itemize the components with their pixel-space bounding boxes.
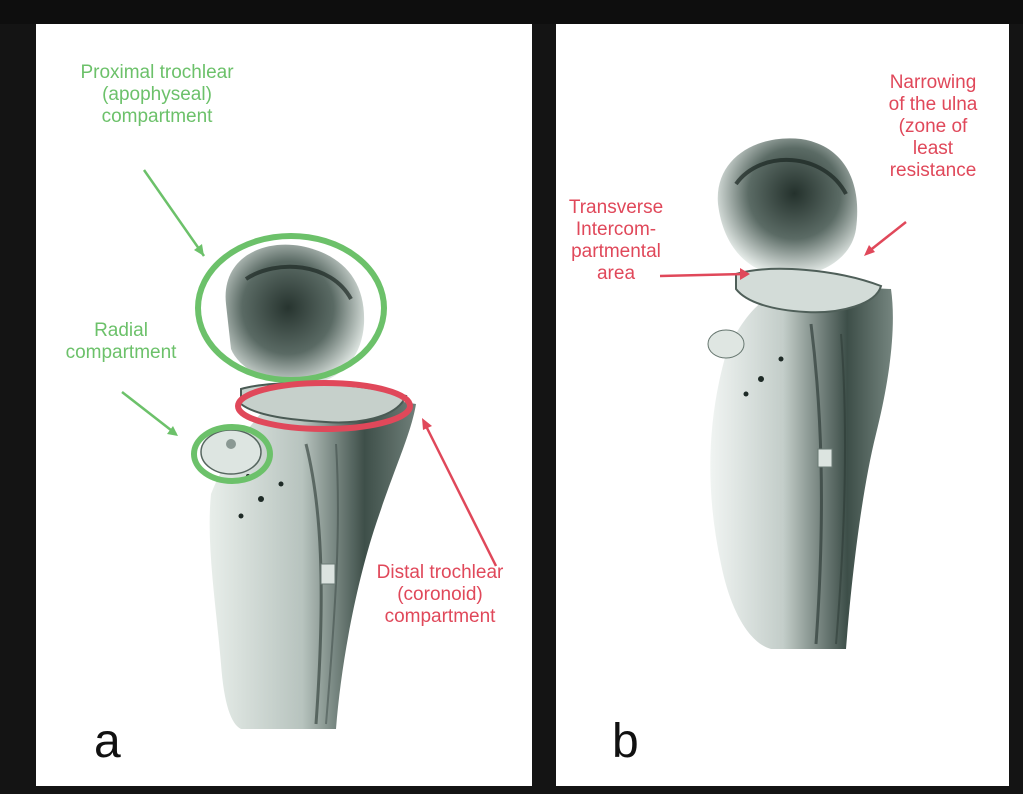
panel-letter-b: b [612,714,639,769]
annotation-overlay-a [36,24,532,786]
narrowing-arrow [868,222,906,252]
distal-arrow [424,422,496,566]
label-transverse-area: Transverse Intercom- partmental area [556,197,676,285]
panel-b: Narrowing of the ulna (zone of least res… [556,24,1009,786]
label-radial-compartment: Radial compartment [36,320,206,364]
radial-arrow [122,392,176,434]
label-proximal-compartment: Proximal trochlear (apophyseal) compartm… [52,62,262,128]
label-distal-compartment: Distal trochlear (coronoid) compartment [348,562,532,628]
proximal-compartment-outline [198,236,384,380]
panel-a: Proximal trochlear (apophyseal) compartm… [36,24,532,786]
top-frame-border [0,0,1023,24]
radial-compartment-outline [194,427,270,481]
label-narrowing-ulna: Narrowing of the ulna (zone of least res… [868,72,998,182]
panel-letter-a: a [94,714,121,769]
proximal-arrow [144,170,204,256]
distal-compartment-outline [238,383,410,429]
